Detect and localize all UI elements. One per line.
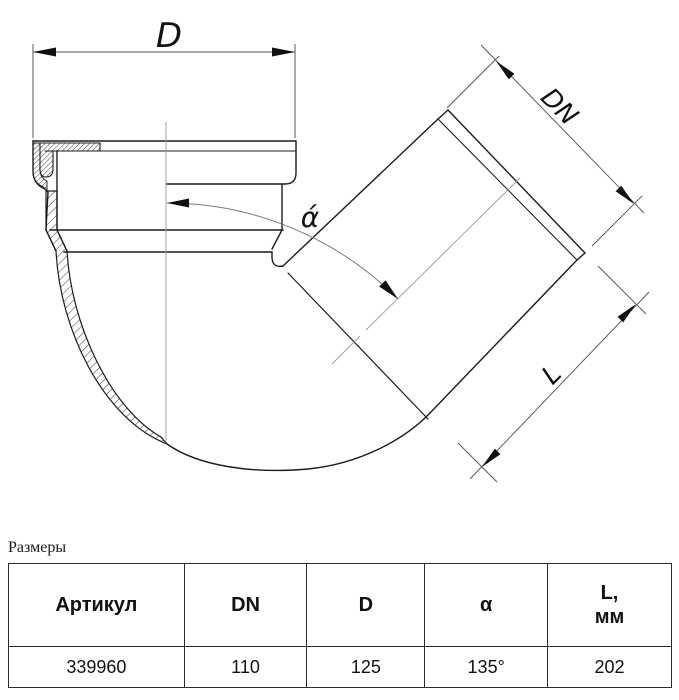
dim-label-dn: DN <box>534 82 583 131</box>
l-arrow-upper <box>617 304 636 323</box>
l-extension-lines <box>457 265 647 483</box>
spigot-left-edge <box>282 118 439 267</box>
col-header-alpha: α <box>424 563 548 647</box>
d-extension-lines <box>32 44 296 138</box>
spigot-end-chamfer-top <box>437 109 449 120</box>
spigot-right-edge-and-bottom-curve <box>166 259 578 472</box>
table-caption: Размеры <box>8 539 67 556</box>
elbow-outline <box>32 109 586 472</box>
dn-arrow-upper <box>496 61 515 80</box>
dn-extension-lines <box>446 55 643 247</box>
cell-alpha: 135° <box>424 646 548 688</box>
dimension-alpha <box>166 198 399 300</box>
col-header-dn: DN <box>183 563 308 647</box>
dim-label-alpha: ά <box>301 201 320 234</box>
col-header-l-mm: L, мм <box>546 563 673 647</box>
table-value-row: 339960 110 125 135° 202 <box>8 646 673 688</box>
elbow-wall-section-band <box>45 190 168 445</box>
col-header-d: D <box>306 563 426 647</box>
l-dimension-line <box>469 291 650 480</box>
centerlines <box>165 122 521 441</box>
crotch-fillet <box>271 251 284 267</box>
cell-articul: 339960 <box>8 646 185 688</box>
socket-sleeve-right <box>165 140 297 185</box>
l-arrow-lower <box>482 448 501 467</box>
dimensions-table: Артикул DN D α L, мм 339960 110 125 135°… <box>8 563 673 688</box>
alpha-arrow-left <box>167 198 189 208</box>
cell-l-mm: 202 <box>546 646 673 688</box>
dn-arrow-lower <box>615 185 634 204</box>
col-header-articul: Артикул <box>8 563 185 647</box>
socket-taper-left-inner <box>56 229 68 252</box>
table-header-row: Артикул DN D α L, мм <box>8 563 673 647</box>
seal-ring-section <box>39 142 101 178</box>
technical-drawing-wrap: D DN L ά <box>32 16 650 483</box>
dimension-dn <box>446 44 645 247</box>
dim-label-l: L <box>536 359 567 390</box>
cell-d: 125 <box>306 646 426 688</box>
alpha-arc <box>166 202 399 300</box>
section-hatch-areas <box>32 142 168 445</box>
d-arrow-left <box>33 47 56 57</box>
pipe-elbow-135-technical-drawing: D DN L ά <box>32 16 650 483</box>
d-arrow-right <box>272 47 295 57</box>
dimension-d <box>32 44 296 138</box>
bend-inner-line <box>287 272 429 420</box>
alpha-arrow-right <box>379 280 398 299</box>
spigot-end-chamfer-bottom <box>576 252 586 261</box>
dimension-l <box>457 265 650 483</box>
diagonal-centerline <box>331 177 521 365</box>
socket-taper-left-outer <box>45 229 57 252</box>
spigot-chamfer-inner-line <box>437 118 578 261</box>
dim-label-d: D <box>156 16 182 56</box>
cell-dn: 110 <box>183 646 308 688</box>
socket-left-outer-profile <box>32 140 49 231</box>
socket-taper-right <box>271 229 283 250</box>
